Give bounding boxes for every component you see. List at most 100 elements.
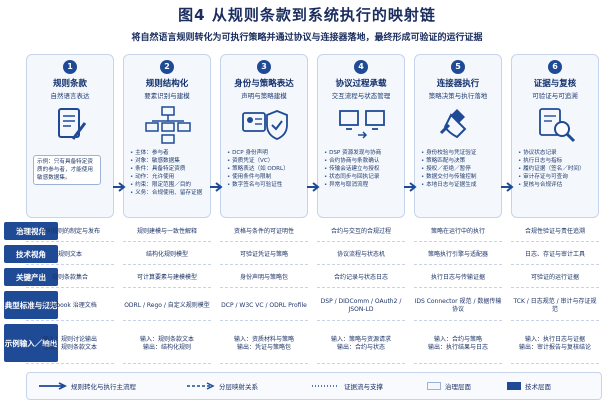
table-cell: 规则建模与一致性解释 (123, 222, 211, 242)
tree-structure-icon (145, 106, 191, 144)
table-cell: 规则条款集合 (26, 268, 114, 288)
dashed-arrow-icon (187, 382, 215, 390)
table-cell: 可验证凭证与策略 (220, 245, 308, 265)
solid-arrow-icon (39, 382, 67, 390)
table-cell: 可验证的运行证据 (511, 268, 599, 288)
list-item: 执行日志与指标 (518, 157, 596, 165)
table-row: 典型标准与规范 Rulebook 治理文档 ODRL / Rego / 自定义规… (4, 291, 608, 321)
table-cell: 合约记录与状态日志 (317, 268, 405, 288)
table-cell: 合约与交互的合规过程 (317, 222, 405, 242)
row-header: 典型标准与规范 (4, 291, 58, 319)
step-title: 协议过程承载 (335, 79, 387, 89)
step-title: 身份与策略表达 (234, 79, 294, 89)
step-subtitle: 声明与策略建模 (241, 92, 287, 100)
table-cell: 可计算要素与建模模型 (123, 268, 211, 288)
legend-item: 证据流与支撑 (312, 381, 383, 391)
table-cell: 日志、存证与审计工具 (511, 245, 599, 265)
legend-label: 技术层面 (525, 383, 551, 391)
step-identity-policy: 3 身份与策略表达 声明与策略建模 DCP 身份声明 资质凭证（VC） 策略表达… (220, 54, 308, 218)
flow-arrow-icon (501, 182, 514, 192)
row-header: 示例输入／输出 (4, 324, 58, 362)
legend: 规则转化与执行主流程 分层映射关系 证据流与支撑 治理层面 技术层面 (26, 372, 602, 400)
table-cell: 输入：合约与策略 输出：执行结果与日志 (414, 324, 502, 364)
table-cell: Rulebook 治理文档 (26, 291, 114, 321)
step-protocol-process: 4 协议过程承载 交互流程与状态管理 DSP 资源发现与协商 合约协商与条款确认… (317, 54, 405, 218)
flow-arrow-icon (307, 182, 320, 192)
step-subtitle: 策略决策与执行落地 (428, 92, 488, 100)
list-item: 履约证据（签名／时间） (518, 165, 596, 173)
table-cell: 协议流程与状态机 (317, 245, 405, 265)
step-subtitle: 自然语言表达 (50, 92, 90, 100)
table-cell: 合规性验证与责任追溯 (511, 222, 599, 242)
list-item: 本地日志与证据生成 (421, 181, 499, 189)
list-item: 策略表达（如 ODRL） (227, 165, 305, 173)
table-cell: 共同规则的制定与发布 (26, 222, 114, 242)
list-item: 义务：合规使用、留存证据 (130, 189, 208, 197)
table-cell: DSP / DIDComm / OAuth2 / JSON-LD (317, 291, 405, 321)
table-cell: 输入：规则条款文本 输出：结构化规则 (123, 324, 211, 364)
step-number: 2 (160, 60, 174, 74)
table-row: 关键产出 规则条款集合 可计算要素与建模模型 身份声明与策略包 合约记录与状态日… (4, 268, 608, 288)
figure-title: 图4 从规则条款到系统执行的映射链 (178, 6, 436, 24)
list-item: 主体：参与者 (130, 149, 208, 157)
list-item: DSP 资源发现与协商 (324, 149, 402, 157)
legend-label: 证据流与支撑 (344, 383, 383, 391)
audit-search-icon (539, 108, 576, 143)
step-evidence-review: 6 证据与复核 可验证与可追溯 协议状态记录 执行日志与指标 履约证据（签名／时… (511, 54, 599, 218)
id-shield-icon (242, 110, 288, 140)
step-number: 5 (451, 60, 465, 74)
step-title: 证据与复核 (533, 79, 577, 89)
list-item: 对象：敏感数据集 (130, 157, 208, 165)
table-row: 治理视角 共同规则的制定与发布 规则建模与一致性解释 资格与条件的可证明性 合约… (4, 222, 608, 242)
table-cell: 执行日志与传输证据 (414, 268, 502, 288)
dotted-line-icon (312, 385, 338, 387)
step-number: 6 (548, 60, 562, 74)
table-cell: IDS Connector 规范 / 数据传输协议 (414, 291, 502, 321)
step-subtitle: 交互流程与状态管理 (331, 92, 391, 100)
table-cell: 输入：资质材料与策略 输出：凭证与策略包 (220, 324, 308, 364)
list-item: 约束：限定范围／目的 (130, 181, 208, 189)
table-cell: 策略执行引擎与适配器 (414, 245, 502, 265)
step-connector-exec: 5 连接器执行 策略决策与执行落地 身份校验与凭证验证 策略匹配与决策 授权／拒… (414, 54, 502, 218)
list-item: 数字签名与可验证性 (227, 181, 305, 189)
table-cell: 输入：规则讨论输出 输出：规则条款文本 (26, 324, 114, 364)
legend-item: 分层映射关系 (187, 381, 258, 391)
list-item: 协议状态记录 (518, 149, 596, 157)
step-number: 4 (354, 60, 368, 74)
list-item: 传输会话建立与授权 (324, 165, 402, 173)
legend-item: 治理层面 (427, 381, 471, 391)
table-cell: 输入：执行日志与证据 输出：审计报告与复核结论 (511, 324, 599, 364)
flow-arrow-icon (113, 182, 126, 192)
list-item: 使用条件与限制 (227, 173, 305, 181)
plug-icon (439, 109, 467, 139)
step-title: 连接器执行 (436, 79, 480, 89)
step-title: 规则结构化 (145, 79, 189, 89)
list-item: 条件：具备特定资质 (130, 165, 208, 173)
row-header: 技术视角 (4, 245, 58, 263)
step-rule-clauses: 1 规则条款 自然语言表达 示例：只有具备特定资质的参与者，才能使用敏感数据集。 (26, 54, 114, 218)
list-item: 复核与合规评估 (518, 181, 596, 189)
step-number: 1 (63, 60, 77, 74)
list-item: 数据交付与传输控制 (421, 173, 499, 181)
table-cell: ODRL / Rego / 自定义规则模型 (123, 291, 211, 321)
legend-label: 分层映射关系 (219, 383, 258, 391)
legend-label: 规则转化与执行主流程 (71, 383, 136, 391)
table-row: 技术视角 规则文本 结构化规则模型 可验证凭证与策略 协议流程与状态机 策略执行… (4, 245, 608, 265)
figure-subtitle: 将自然语言规则转化为可执行策略并通过协议与连接器落地，最终形成可验证的运行证据 (131, 33, 483, 43)
table-row: 示例输入／输出 输入：规则讨论输出 输出：规则条款文本 输入：规则条款文本 输出… (4, 324, 608, 364)
row-header: 关键产出 (4, 268, 58, 286)
table-cell: 结构化规则模型 (123, 245, 211, 265)
table-cell: 身份声明与策略包 (220, 268, 308, 288)
governance-swatch-icon (427, 382, 441, 390)
list-item: 动作：允许使用 (130, 173, 208, 181)
tech-swatch-icon (507, 382, 521, 390)
step-number: 3 (257, 60, 271, 74)
table-cell: TCK / 日志规范 / 审计与存证规范 (511, 291, 599, 321)
flow-arrow-icon (210, 182, 223, 192)
legend-label: 治理层面 (445, 383, 471, 391)
legend-item: 技术层面 (507, 381, 551, 391)
document-pen-icon (58, 108, 87, 140)
legend-item: 规则转化与执行主流程 (39, 381, 136, 391)
table-cell: 策略在运行中的执行 (414, 222, 502, 242)
flow-arrow-icon (404, 182, 417, 192)
